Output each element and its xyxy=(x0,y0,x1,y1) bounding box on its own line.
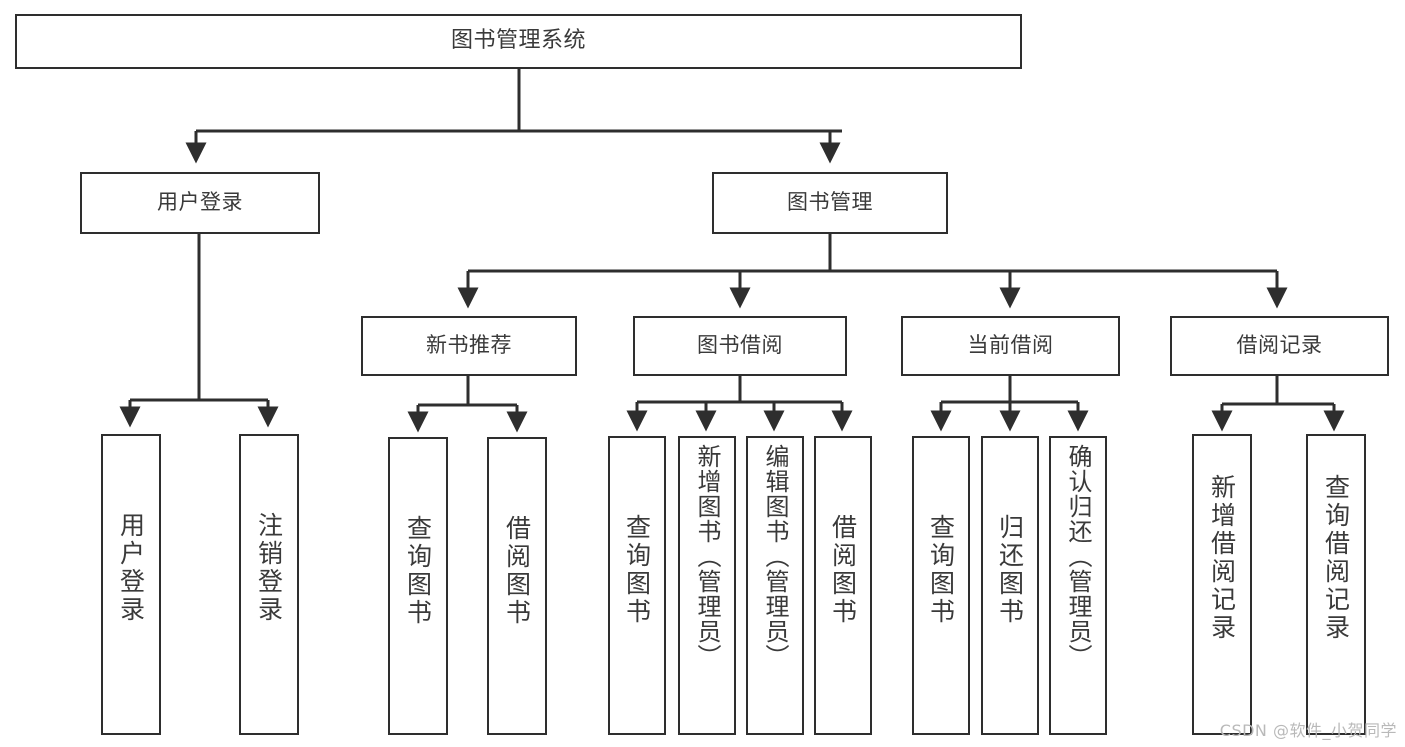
node-label: 查询借阅记录 xyxy=(1321,474,1351,642)
leaf-query-book-recommend[interactable]: 查询图书 xyxy=(388,437,448,735)
node-new-book-recommend[interactable]: 新书推荐 xyxy=(361,316,577,376)
leaf-confirm-return-admin[interactable]: 确认归还（管理员） xyxy=(1049,436,1107,735)
node-label: 当前借阅 xyxy=(967,333,1054,358)
node-label: 新书推荐 xyxy=(426,333,512,358)
node-label: 注销登录 xyxy=(254,512,284,624)
leaf-logout[interactable]: 注销登录 xyxy=(239,434,299,735)
node-label: 查询图书 xyxy=(622,514,652,626)
node-label: 用户登录 xyxy=(116,512,146,624)
leaf-borrow-book-recommend[interactable]: 借阅图书 xyxy=(487,437,547,735)
node-label: 用户登录 xyxy=(157,190,243,215)
node-current-borrow[interactable]: 当前借阅 xyxy=(901,316,1120,376)
leaf-query-borrow-record[interactable]: 查询借阅记录 xyxy=(1306,434,1366,735)
node-label: 新增图书（管理员） xyxy=(693,444,721,669)
leaf-query-book-borrow[interactable]: 查询图书 xyxy=(608,436,666,735)
node-label: 确认归还（管理员） xyxy=(1064,444,1092,669)
node-label: 查询图书 xyxy=(926,514,956,626)
node-book-management[interactable]: 图书管理 xyxy=(712,172,948,234)
node-label: 归还图书 xyxy=(995,514,1025,626)
leaf-user-login[interactable]: 用户登录 xyxy=(101,434,161,735)
node-label: 借阅图书 xyxy=(502,515,532,627)
node-label: 借阅记录 xyxy=(1236,333,1323,358)
leaf-edit-book-admin[interactable]: 编辑图书（管理员） xyxy=(746,436,804,735)
node-label: 借阅图书 xyxy=(828,514,858,626)
node-book-borrow[interactable]: 图书借阅 xyxy=(633,316,847,376)
leaf-return-book[interactable]: 归还图书 xyxy=(981,436,1039,735)
csdn-watermark: CSDN @软件_小贺同学 xyxy=(1219,721,1397,740)
node-label: 编辑图书（管理员） xyxy=(761,444,789,669)
node-label: 图书管理系统 xyxy=(450,28,586,54)
leaf-query-book-current[interactable]: 查询图书 xyxy=(912,436,970,735)
node-label: 查询图书 xyxy=(403,515,433,627)
leaf-add-book-admin[interactable]: 新增图书（管理员） xyxy=(678,436,736,735)
leaf-borrow-book[interactable]: 借阅图书 xyxy=(814,436,872,735)
node-label: 新增借阅记录 xyxy=(1207,474,1237,642)
leaf-add-borrow-record[interactable]: 新增借阅记录 xyxy=(1192,434,1252,735)
node-label: 图书借阅 xyxy=(697,333,783,358)
node-user-login[interactable]: 用户登录 xyxy=(80,172,320,234)
node-root-system[interactable]: 图书管理系统 xyxy=(15,14,1022,69)
node-borrow-record[interactable]: 借阅记录 xyxy=(1170,316,1389,376)
node-label: 图书管理 xyxy=(787,190,873,215)
